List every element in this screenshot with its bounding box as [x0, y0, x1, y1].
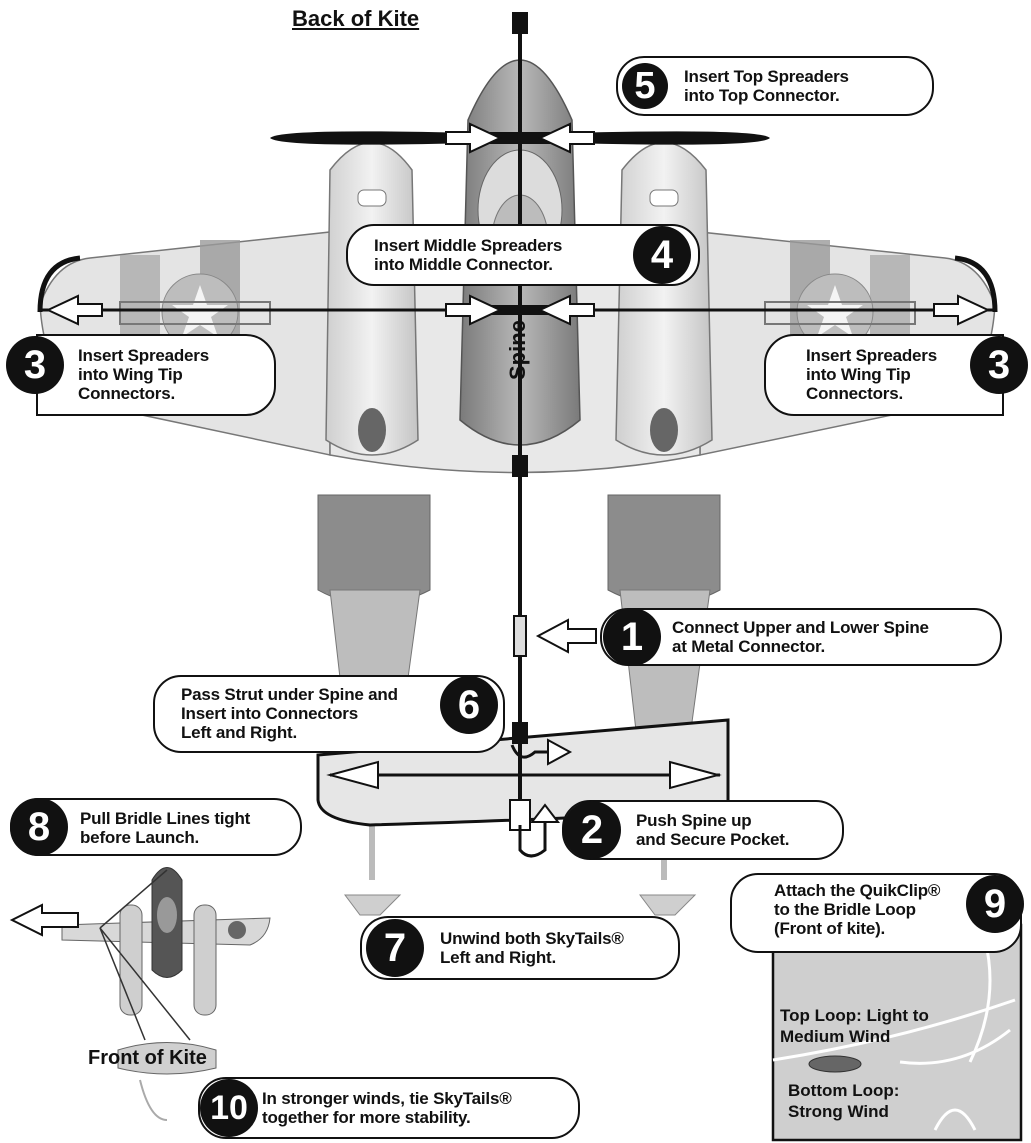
top-spreaders	[270, 122, 770, 154]
top-loop-label: Top Loop: Light to Medium Wind	[780, 1006, 929, 1046]
step-2-badge: 2	[563, 801, 621, 859]
step-7-badge: 7	[366, 919, 424, 977]
step-4-badge: 4	[633, 226, 691, 284]
step-10-callout: In stronger winds, tie SkyTails® togethe…	[198, 1077, 580, 1139]
front-kite-thumbnail	[9, 867, 271, 1121]
arrow-step1	[535, 618, 597, 654]
step-1-callout: Connect Upper and Lower Spine at Metal C…	[600, 608, 1002, 666]
step-9-badge: 9	[966, 875, 1024, 933]
step-9-text: Attach the QuikClip® to the Bridle Loop …	[774, 881, 941, 938]
step-5-badge: 5	[622, 63, 668, 109]
page-title: Back of Kite	[292, 6, 420, 31]
step-7-text: Unwind both SkyTails® Left and Right.	[440, 929, 624, 967]
wing-spreaders	[37, 255, 998, 326]
step-3-left-badge: 3	[6, 336, 64, 394]
spine	[509, 12, 531, 831]
step-5-callout: Insert Top Spreaders into Top Connector.	[616, 56, 934, 116]
bridle-panel	[771, 923, 1023, 1142]
step-3-left-text: Insert Spreaders into Wing Tip Connector…	[78, 346, 209, 403]
arrow-step6	[510, 744, 560, 759]
step-5-text: Insert Top Spreaders into Top Connector.	[684, 67, 849, 105]
step-6-text: Pass Strut under Spine and Insert into C…	[181, 685, 398, 742]
step-1-text: Connect Upper and Lower Spine at Metal C…	[672, 618, 929, 656]
step-10-badge: 10	[200, 1079, 258, 1137]
bottom-loop-label: Bottom Loop: Strong Wind	[788, 1081, 900, 1121]
step-4-text: Insert Middle Spreaders into Middle Conn…	[374, 236, 563, 274]
spine-label: Spine	[505, 320, 530, 380]
step-8-badge: 8	[10, 798, 68, 856]
step-3-right-callout: Insert Spreaders into Wing Tip Connector…	[764, 334, 1004, 416]
step-3-right-text: Insert Spreaders into Wing Tip Connector…	[806, 346, 937, 403]
step-1-badge: 1	[603, 608, 661, 666]
step-3-right-badge: 3	[970, 336, 1028, 394]
step-3-left-callout: Insert Spreaders into Wing Tip Connector…	[36, 334, 276, 416]
step-8-text: Pull Bridle Lines tight before Launch.	[80, 809, 251, 847]
step-6-badge: 6	[440, 676, 498, 734]
step-2-text: Push Spine up and Secure Pocket.	[636, 811, 790, 849]
front-of-kite-label: Front of Kite	[88, 1047, 207, 1069]
step-10-text: In stronger winds, tie SkyTails® togethe…	[262, 1089, 512, 1127]
arrow-step2	[518, 822, 547, 858]
